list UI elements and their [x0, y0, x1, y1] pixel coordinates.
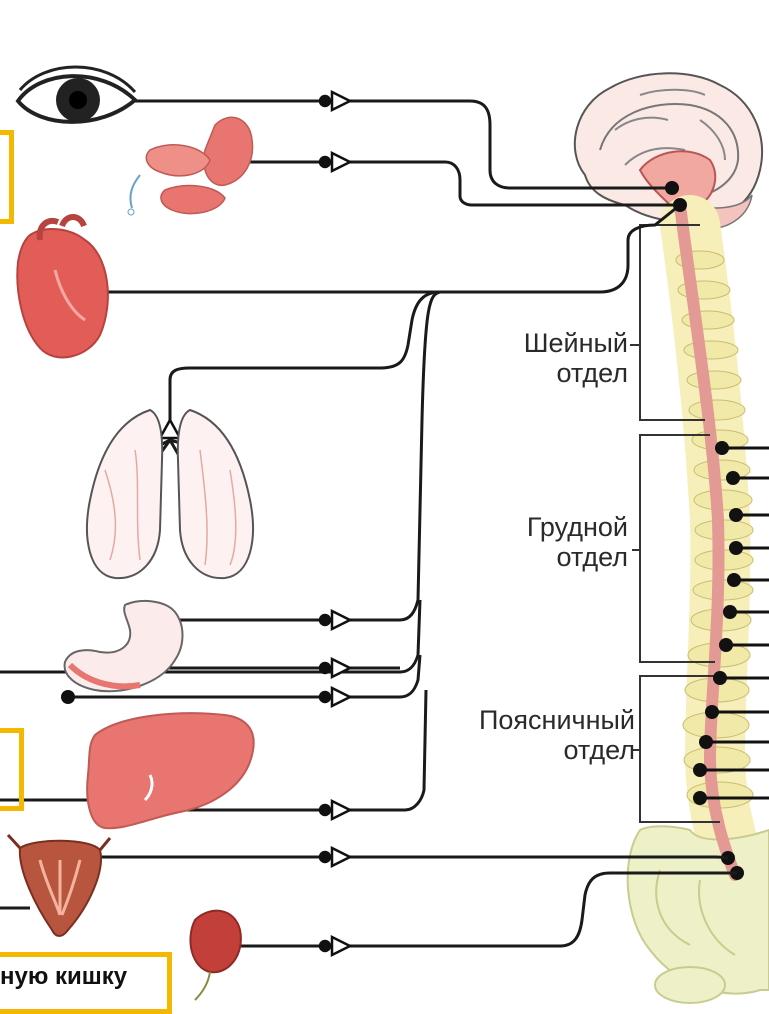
bladder-icon [8, 835, 110, 936]
lumbar-label-line2: отдел [430, 735, 635, 765]
lumbar-label: Поясничный отдел [430, 705, 635, 765]
highlight-box-middle [0, 728, 24, 811]
highlight-box-top [0, 130, 14, 224]
eye-icon [18, 67, 135, 122]
cervical-label-line1: Шейный [488, 328, 628, 358]
stomach-icon [65, 601, 183, 691]
salivary-glands-icon [128, 117, 253, 215]
thoracic-label: Грудной отдел [488, 512, 628, 572]
cervical-label-line2: отдел [488, 358, 628, 388]
heart-icon [17, 217, 108, 357]
thoracic-label-line2: отдел [488, 542, 628, 572]
pelvis-icon [628, 826, 769, 1003]
rectum-icon [190, 911, 240, 1000]
cervical-label: Шейный отдел [488, 328, 628, 388]
thoracic-label-line1: Грудной [488, 512, 628, 542]
lumbar-label-line1: Поясничный [430, 705, 635, 735]
highlight-box-bottom-text: ную кишку [0, 963, 127, 991]
